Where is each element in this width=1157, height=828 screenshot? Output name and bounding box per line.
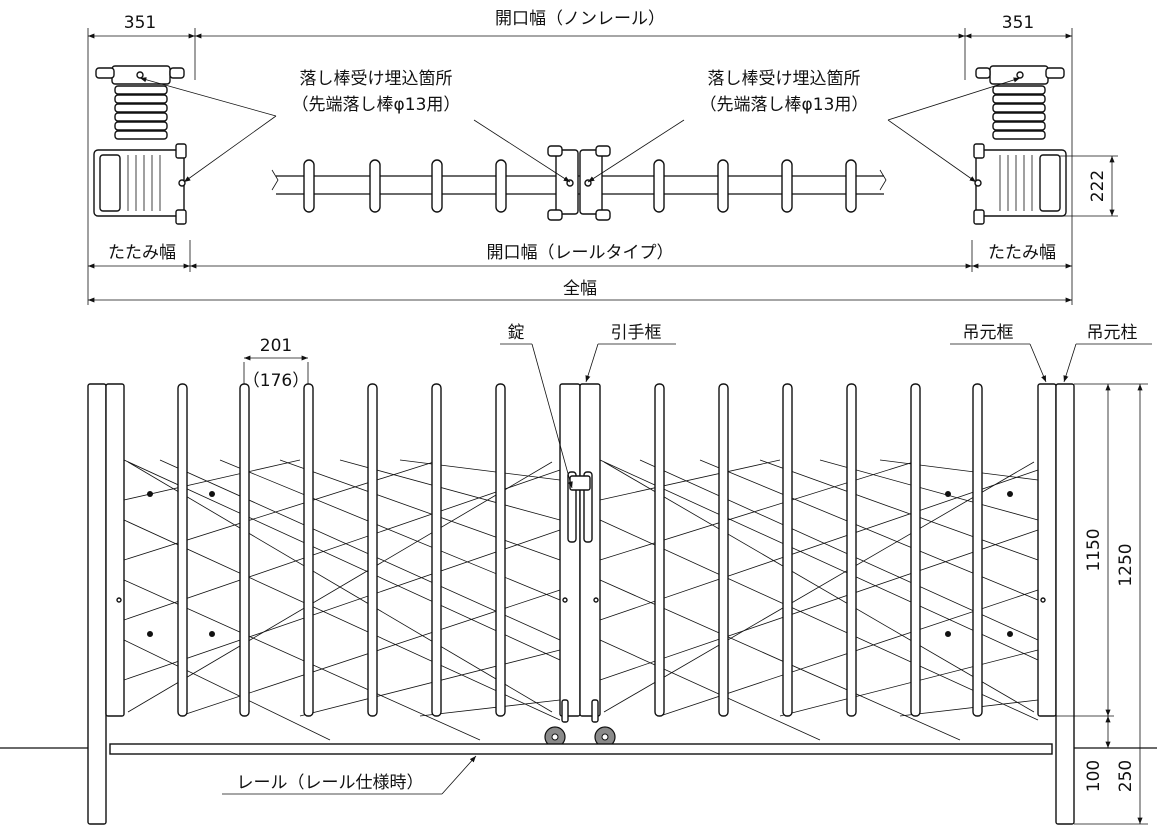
plan-extended-gate xyxy=(271,145,887,221)
vertical-bars xyxy=(177,383,983,717)
dim-351-right: 351 xyxy=(1002,13,1034,33)
height-100-label: 100 xyxy=(1084,760,1104,792)
drop-rod-left-label-1: 落し棒受け埋込箇所 xyxy=(300,69,453,89)
left-frame xyxy=(105,383,125,717)
left-post xyxy=(87,383,107,825)
drop-rod-right-label-2: （先端落し棒φ13用） xyxy=(700,95,869,115)
hinge-frame xyxy=(1037,383,1057,717)
pitch-176-label: （176） xyxy=(243,371,309,391)
open-width-rail-label: 開口幅（レールタイプ） xyxy=(487,243,674,263)
pivot-points xyxy=(147,491,1013,637)
elevation-view: 201 （176） 錠 引手框 吊元框 吊元柱 1150 1250 100 25… xyxy=(0,323,1157,825)
open-width-nonrail-label: 開口幅（ノンレール） xyxy=(495,9,665,29)
pull-frame-left xyxy=(559,383,581,717)
dim-351-left: 351 xyxy=(124,13,156,33)
pull-frame-right xyxy=(579,383,601,717)
depth-222-label: 222 xyxy=(1088,170,1108,202)
height-1250-label: 1250 xyxy=(1116,543,1136,586)
drop-rod-left-label-2: （先端落し棒φ13用） xyxy=(292,95,461,115)
drop-rod-right-label-1: 落し棒受け埋込箇所 xyxy=(708,69,861,89)
lock-icon xyxy=(567,471,593,543)
fold-width-left-label: たたみ幅 xyxy=(108,243,176,263)
pull-frame-label: 引手框 xyxy=(611,323,662,343)
rail xyxy=(109,743,1053,755)
hinge-frame-label: 吊元框 xyxy=(963,323,1014,343)
caster-right xyxy=(591,699,616,748)
pitch-201-label: 201 xyxy=(260,336,292,356)
height-1150-label: 1150 xyxy=(1084,528,1104,571)
total-width-label: 全幅 xyxy=(563,279,597,299)
hinge-post-label: 吊元柱 xyxy=(1087,323,1138,343)
caster-left xyxy=(544,699,569,748)
lattice-left xyxy=(123,459,561,741)
rail-label: レール（レール仕様時） xyxy=(237,773,424,793)
plan-view: 351 開口幅（ノンレール） 351 xyxy=(87,9,1118,305)
right-folded-unit xyxy=(973,65,1067,225)
fold-width-right-label: たたみ幅 xyxy=(988,243,1056,263)
height-250-label: 250 xyxy=(1116,760,1136,792)
left-folded-unit xyxy=(93,65,187,225)
hinge-post xyxy=(1055,383,1075,825)
lock-label: 錠 xyxy=(508,323,525,343)
